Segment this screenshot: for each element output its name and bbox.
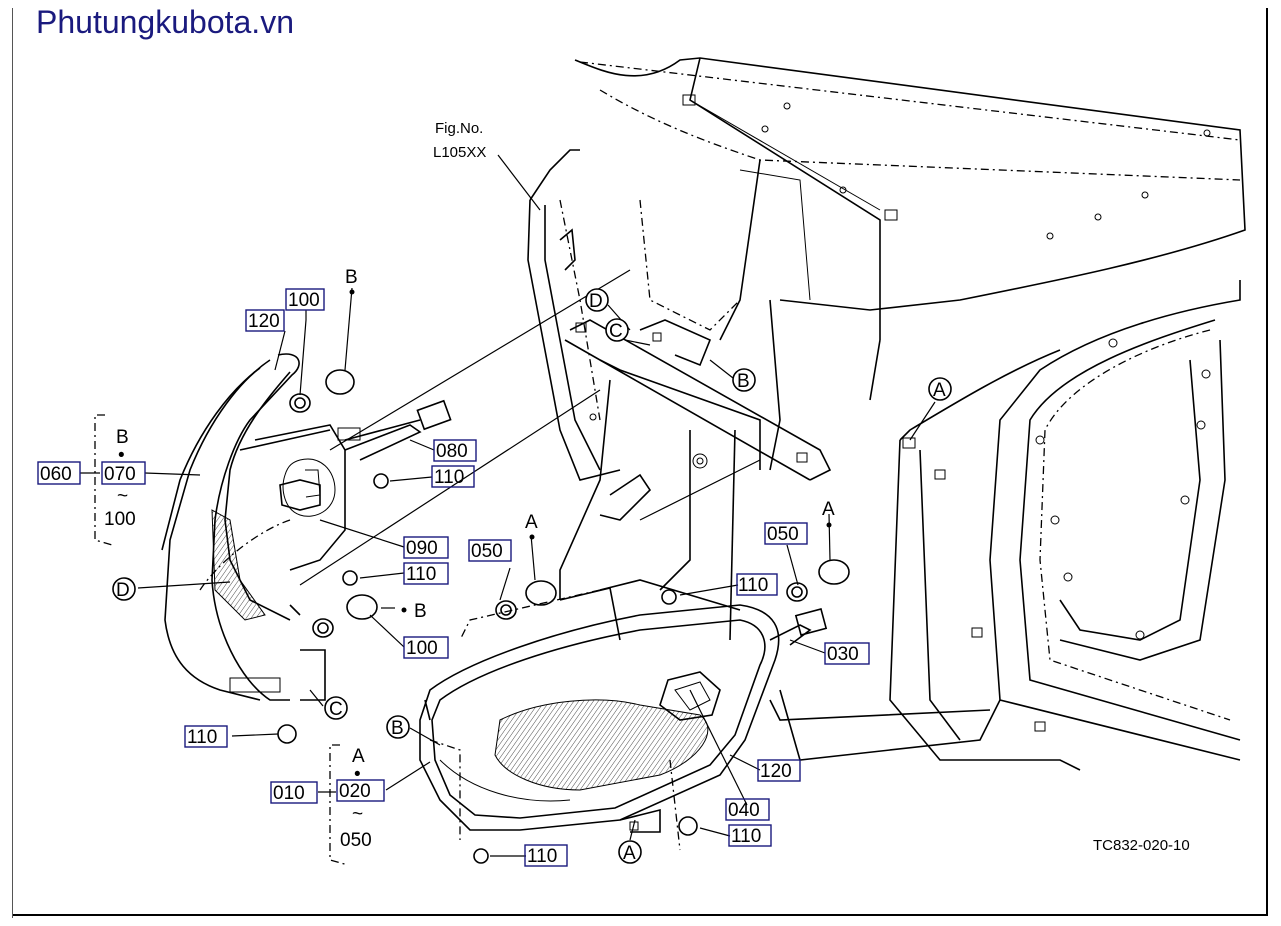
callout-040[interactable]: 040 (725, 798, 770, 821)
callout-110-mid-left[interactable]: 110 (403, 562, 449, 585)
svg-text:110: 110 (187, 727, 217, 748)
callout-120-right[interactable]: 120 (757, 759, 801, 782)
marker-b-top: B (345, 267, 358, 288)
callout-060[interactable]: 060 (37, 461, 81, 485)
callout-070[interactable]: 070 (101, 461, 146, 485)
callout-120-left[interactable]: 120 (245, 309, 285, 332)
circle-marker-d-lamp: D (112, 577, 136, 601)
right-headlamp (419, 579, 828, 833)
range-left-top: B (116, 427, 129, 448)
center-column (527, 149, 832, 641)
circle-marker-b-frame: B (732, 368, 756, 392)
callout-010[interactable]: 010 (270, 781, 318, 804)
callout-110-upper-left[interactable]: 110 (431, 465, 475, 488)
svg-text:C: C (329, 699, 343, 720)
callout-100-mid[interactable]: 100 (403, 636, 449, 659)
callout-030[interactable]: 030 (824, 642, 870, 665)
range-right-bottom: 050 (340, 830, 372, 851)
range-left-tilde: ~ (117, 486, 128, 507)
circle-marker-c-frame: C (605, 318, 629, 342)
circle-marker-d-frame: D (585, 288, 609, 312)
marker-b-mid: B (414, 601, 427, 622)
svg-text:B: B (391, 718, 404, 739)
range-left-bottom: 100 (104, 509, 136, 530)
svg-text:B: B (737, 371, 750, 392)
svg-text:110: 110 (406, 564, 436, 585)
drawing-frame (12, 8, 1268, 916)
svg-text:040: 040 (728, 800, 760, 821)
svg-text:070: 070 (104, 464, 136, 485)
svg-text:120: 120 (760, 761, 792, 782)
callout-110-lower-right[interactable]: 110 (728, 824, 772, 847)
svg-text:110: 110 (738, 575, 768, 596)
svg-text:050: 050 (471, 541, 503, 562)
svg-text:110: 110 (731, 826, 761, 847)
figure-label: Fig.No. (435, 120, 483, 137)
circle-marker-b-lamp: B (386, 715, 410, 739)
callout-110-bottom[interactable]: 110 (524, 844, 568, 867)
range-right-top: A (352, 746, 365, 767)
svg-text:030: 030 (827, 644, 859, 665)
drawing-code: TC832-020-10 (1093, 837, 1190, 854)
svg-text:090: 090 (406, 538, 438, 559)
svg-text:120: 120 (248, 311, 280, 332)
range-right-tilde: ~ (352, 804, 363, 825)
range-left-dot: • (118, 445, 125, 466)
frame-left-edge (12, 8, 13, 918)
callout-110-center[interactable]: 110 (736, 573, 778, 596)
svg-text:A: A (933, 380, 946, 401)
svg-text:110: 110 (434, 467, 464, 488)
svg-text:080: 080 (436, 441, 468, 462)
svg-text:050: 050 (767, 524, 799, 545)
group-brackets (94, 414, 681, 866)
svg-text:020: 020 (339, 781, 371, 802)
svg-text:D: D (589, 291, 603, 312)
marker-a-top1: A (525, 512, 538, 533)
circle-marker-a-frame: A (928, 377, 952, 401)
callout-090[interactable]: 090 (403, 536, 449, 559)
svg-text:C: C (609, 321, 623, 342)
svg-text:100: 100 (406, 638, 438, 659)
watermark: Phutungkubota.vn (36, 4, 294, 40)
svg-text:100: 100 (288, 290, 320, 311)
svg-text:060: 060 (40, 464, 72, 485)
figure-number: L105XX (433, 144, 486, 161)
callout-050-left[interactable]: 050 (468, 539, 512, 562)
svg-text:D: D (116, 580, 130, 601)
callout-080[interactable]: 080 (433, 439, 477, 462)
left-headlamp (161, 353, 452, 701)
callout-020[interactable]: 020 (336, 779, 385, 802)
svg-text:A: A (623, 843, 636, 864)
circle-marker-c-lamp: C (324, 696, 348, 720)
fender-structure (574, 57, 1246, 771)
svg-text:010: 010 (273, 783, 305, 804)
range-right-dot: • (354, 764, 361, 785)
callout-100-top[interactable]: 100 (285, 288, 325, 311)
marker-a-top2: A (822, 499, 835, 520)
circle-marker-a-bottom: A (618, 840, 642, 864)
callout-050-right[interactable]: 050 (764, 522, 808, 545)
svg-text:110: 110 (527, 846, 557, 867)
callout-110-lower-left[interactable]: 110 (184, 725, 228, 748)
